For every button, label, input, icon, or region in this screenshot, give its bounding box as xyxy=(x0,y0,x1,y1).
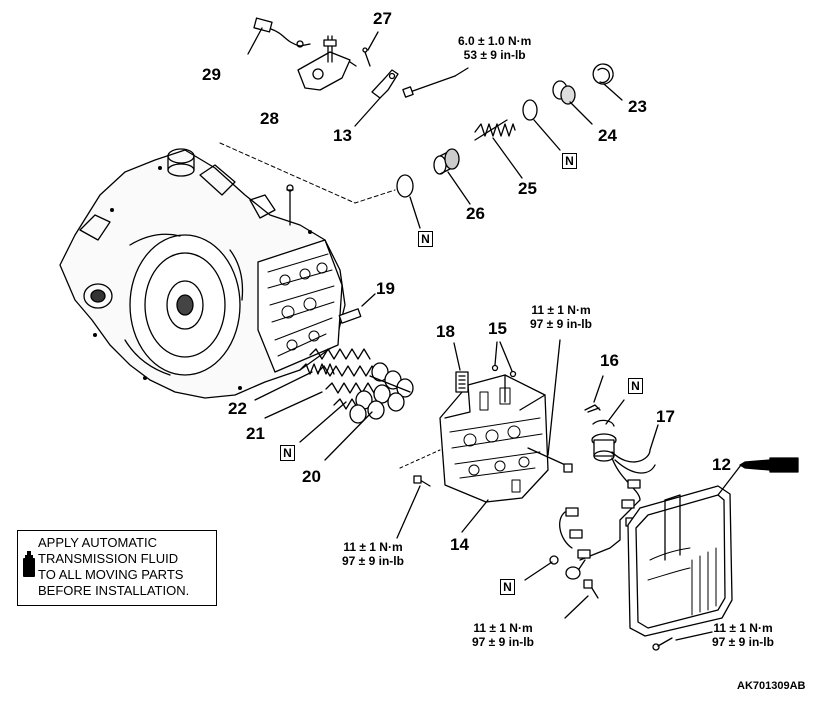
callout-15: 15 xyxy=(488,319,507,338)
callout-16: 16 xyxy=(600,351,619,370)
manual-lever-28 xyxy=(297,35,357,91)
callout-28: 28 xyxy=(260,109,279,128)
callout-29: 29 xyxy=(202,65,221,84)
callout-21: 21 xyxy=(246,424,265,443)
sealant-tube-icon xyxy=(717,457,799,496)
callout-22: 22 xyxy=(228,399,247,418)
pin-27 xyxy=(362,31,379,67)
new-part-marker: N xyxy=(562,153,577,169)
new-part-marker: N xyxy=(628,378,643,394)
sensor-harness-29 xyxy=(247,17,311,55)
callout-14: 14 xyxy=(450,535,469,554)
plug-24 xyxy=(552,80,593,125)
accumulator-springs xyxy=(254,348,414,461)
oil-pan xyxy=(627,485,733,651)
pins-15 xyxy=(491,341,517,378)
bolt-top xyxy=(402,67,469,98)
new-part-marker: N xyxy=(280,445,295,461)
atf-note-box: APPLY AUTOMATIC TRANSMISSION FLUID TO AL… xyxy=(17,530,217,606)
solenoid-18 xyxy=(453,342,469,393)
o-ring-upper xyxy=(522,99,561,151)
callout-20: 20 xyxy=(302,467,321,486)
valve-body-bolts xyxy=(396,339,573,539)
figure-code: AK701309AB xyxy=(737,680,806,692)
callout-26: 26 xyxy=(466,204,485,223)
o-ring-left xyxy=(396,174,421,229)
callout-12: 12 xyxy=(712,455,731,474)
seal-ring-23 xyxy=(592,63,623,101)
callout-18: 18 xyxy=(436,322,455,341)
atf-note-text: APPLY AUTOMATIC TRANSMISSION FLUID TO AL… xyxy=(38,535,190,598)
callout-27: 27 xyxy=(373,9,392,28)
valve-26 xyxy=(433,148,471,205)
callout-25: 25 xyxy=(518,179,537,198)
harness-17 xyxy=(524,424,659,619)
callout-23: 23 xyxy=(628,97,647,116)
detent-spring-13 xyxy=(354,69,399,127)
callout-17: 17 xyxy=(656,407,675,426)
callout-19: 19 xyxy=(376,279,395,298)
pin-19 xyxy=(338,293,376,324)
callout-13: 13 xyxy=(333,126,352,145)
callout-24: 24 xyxy=(598,126,617,145)
clip-16 xyxy=(584,375,625,427)
new-part-marker: N xyxy=(418,231,433,247)
new-part-marker: N xyxy=(500,579,515,595)
valve-body-14 xyxy=(399,374,549,533)
transmission-case xyxy=(59,142,396,399)
spring-25 xyxy=(474,119,523,179)
fluid-bottle-icon xyxy=(23,551,35,577)
